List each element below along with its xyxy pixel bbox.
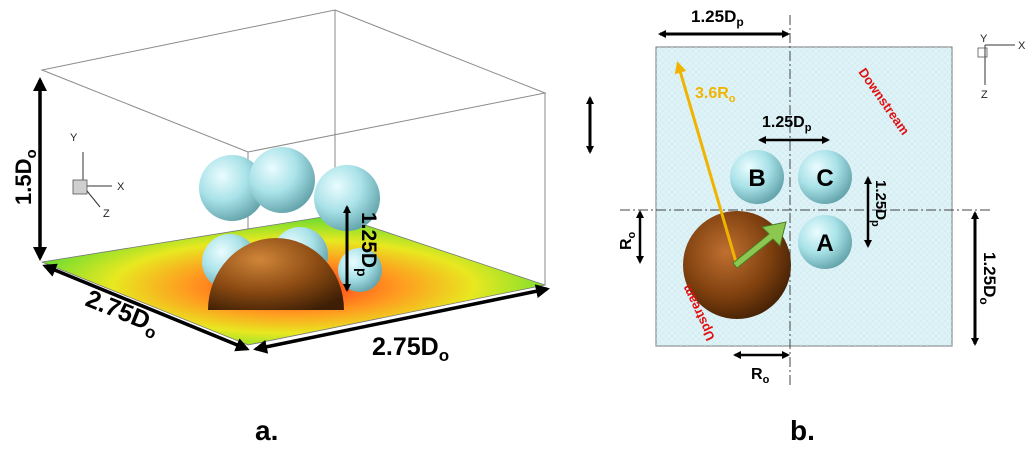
- ro-bottom-label: Ro: [751, 366, 770, 386]
- sphere: [199, 155, 265, 221]
- gap-dim-label: 1.25Dp: [354, 212, 380, 277]
- axis-x-label: X: [117, 181, 125, 193]
- panel-a: 1.5Do 1.25Dp 2.75Do 2.75Do Y X Z a.: [11, 9, 550, 446]
- axis-z-label: Z: [103, 208, 110, 220]
- width-dim-label: 2.75Do: [372, 333, 449, 365]
- sphere-c-label: C: [816, 165, 833, 192]
- axis-x-label-b: X: [1018, 40, 1026, 52]
- depth-dim-arrow: [42, 263, 250, 352]
- radius-arrow: [674, 61, 738, 263]
- sphere-c: [798, 150, 852, 204]
- height-dim-label: 1.5Do: [11, 149, 40, 205]
- sphere-a: [798, 215, 852, 269]
- ro-left-label: Ro: [618, 231, 638, 250]
- flow-arrow: [732, 221, 787, 269]
- cylinders: [730, 150, 852, 269]
- sphere-a-label: A: [816, 230, 833, 257]
- axis-triad-b: Y X Z: [977, 33, 1026, 101]
- sphere: [249, 147, 315, 213]
- axis-triad-a: Y X Z: [70, 132, 125, 220]
- panel-b-label: b.: [790, 415, 815, 446]
- axis-z-label-b: Z: [981, 89, 988, 101]
- axis-y-label: Y: [70, 132, 78, 144]
- vertical-pitch-label: 1.25Dp: [869, 180, 889, 227]
- width-dim-arrow: [253, 284, 550, 354]
- panel-a-label: a.: [255, 415, 278, 446]
- right-dim-label: 1.25Do: [977, 252, 999, 305]
- sphere-b-label: B: [748, 165, 765, 192]
- panel-b: B C A 1.25Dp 3.6Ro 1.25Dp 1.25Dp Ro: [618, 7, 1026, 446]
- sphere-b: [730, 150, 784, 204]
- axis-y-label-b: Y: [980, 33, 988, 45]
- sphere: [314, 165, 380, 231]
- pitch-label: 1.25Dp: [762, 114, 812, 134]
- radius-label: 3.6Ro: [695, 85, 736, 105]
- top-dim-label: 1.25Dp: [691, 7, 744, 29]
